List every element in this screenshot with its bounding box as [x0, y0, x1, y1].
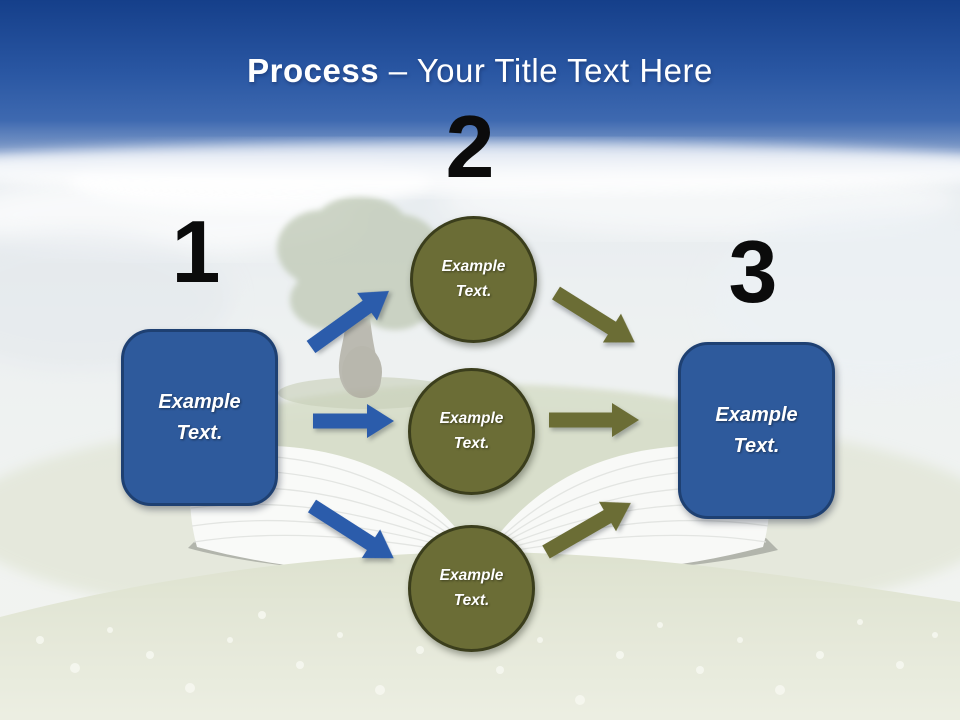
step-number-1[interactable]: 1 — [171, 202, 221, 301]
step-3-box[interactable]: Example Text. — [678, 342, 835, 519]
title-subtitle: – Your Title Text Here — [379, 52, 713, 89]
step-1-label: Example Text. — [158, 390, 241, 444]
step-number-2[interactable]: 2 — [445, 97, 495, 196]
step-number-3[interactable]: 3 — [728, 222, 778, 321]
dandelions — [36, 611, 938, 705]
process-circle-1[interactable]: Example Text. — [410, 216, 537, 343]
title-banner — [0, 0, 960, 194]
step-3-label: Example Text. — [715, 403, 798, 457]
title-keyword: Process — [247, 52, 380, 89]
process-circle-3-label: Example Text. — [439, 566, 504, 609]
slide-title[interactable]: Process – Your Title Text Here — [0, 52, 960, 90]
process-circle-2[interactable]: Example Text. — [408, 368, 535, 495]
process-circle-3[interactable]: Example Text. — [408, 525, 535, 652]
step-1-box[interactable]: Example Text. — [121, 329, 278, 506]
process-circle-2-label: Example Text. — [439, 409, 504, 452]
process-circle-1-label: Example Text. — [441, 257, 506, 300]
